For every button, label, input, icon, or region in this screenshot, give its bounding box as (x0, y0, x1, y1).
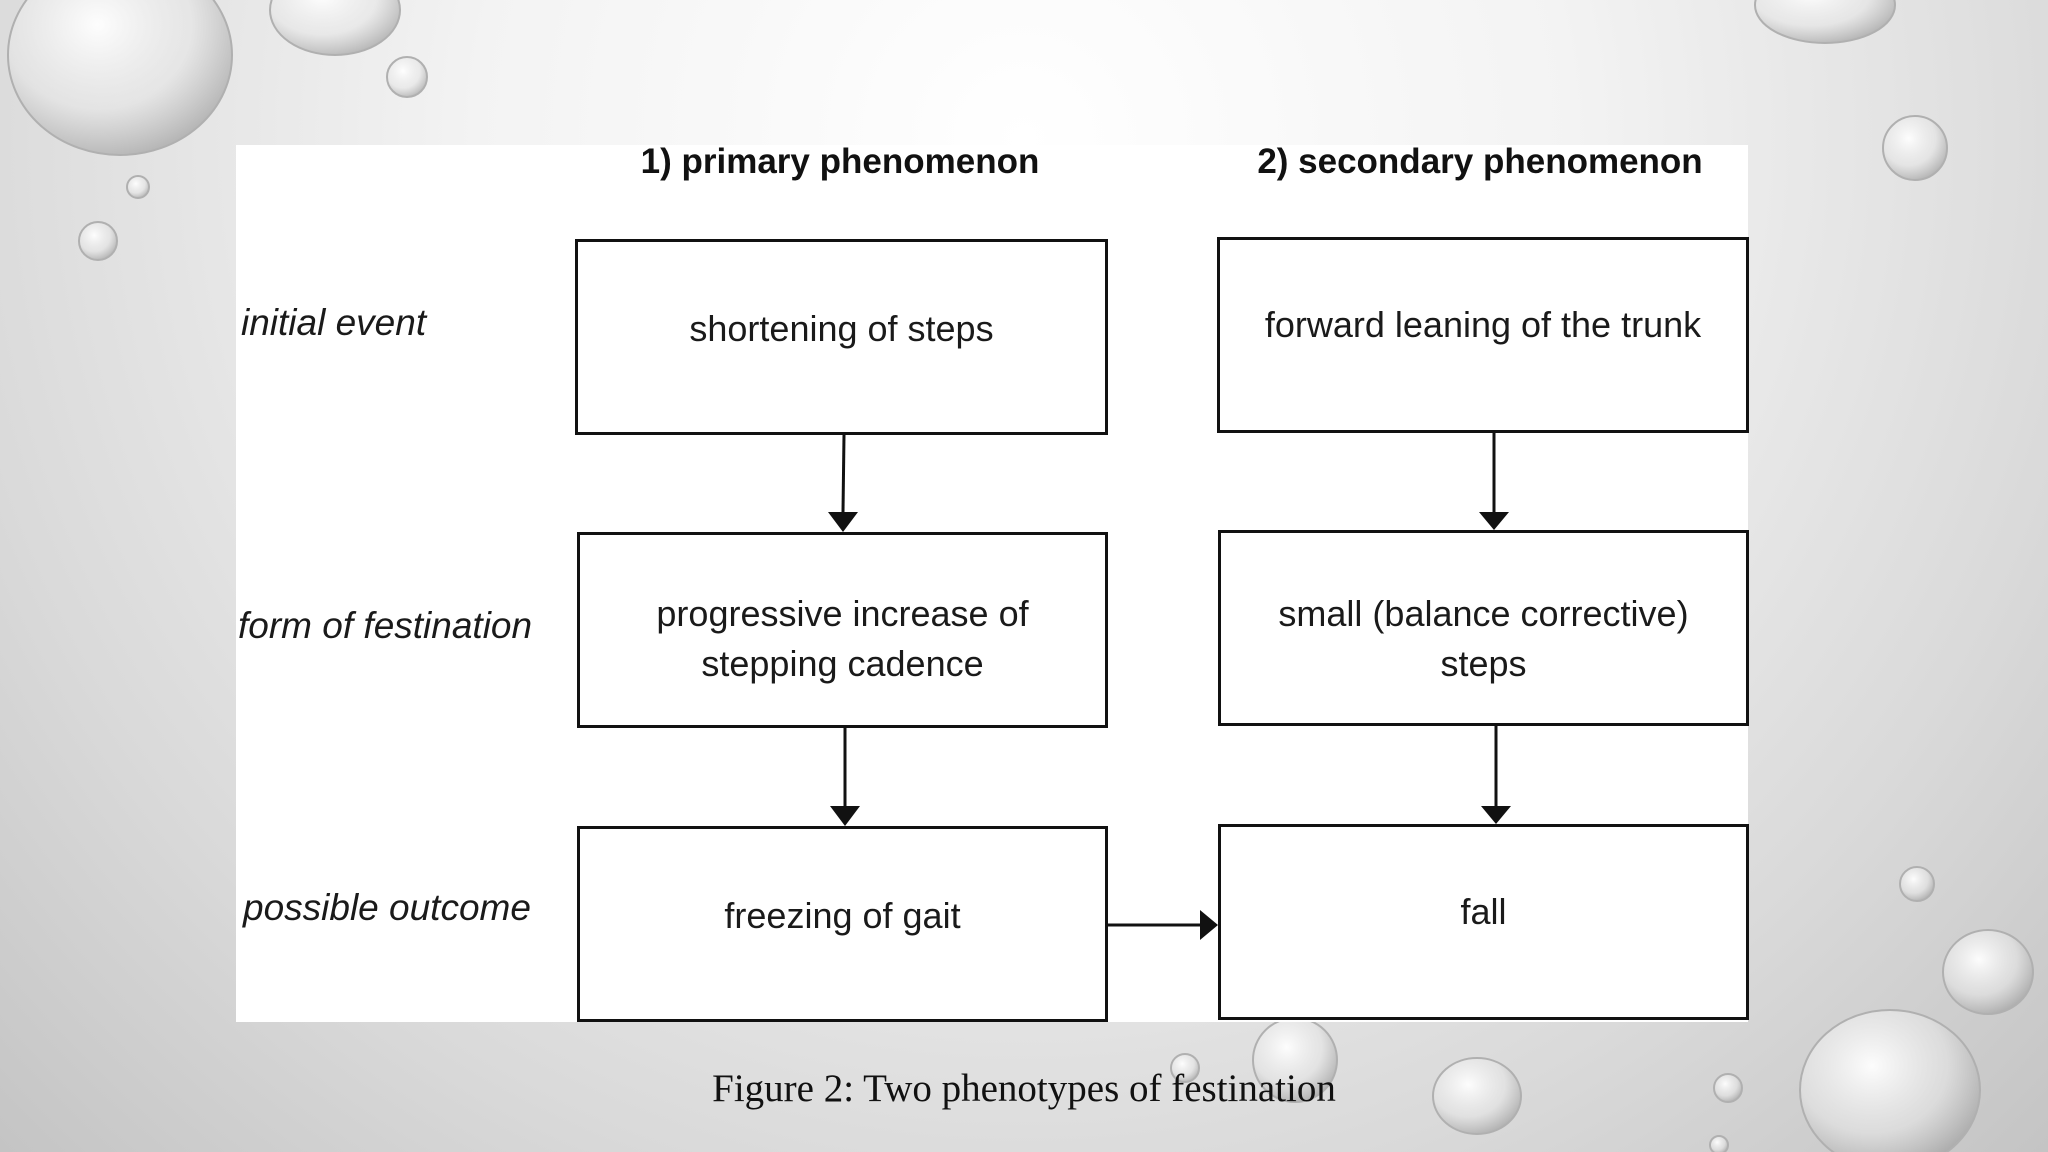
box-shortening-of-steps: shortening of steps (575, 239, 1108, 435)
column-header-primary: 1) primary phenomenon (640, 142, 1040, 181)
box-small-steps: small (balance corrective) steps (1218, 530, 1749, 726)
box-forward-leaning: forward leaning of the trunk (1217, 237, 1749, 433)
box-label: freezing of gait (724, 895, 961, 936)
column-header-secondary: 2) secondary phenomenon (1257, 142, 1703, 181)
box-label-line2: stepping cadence (701, 643, 984, 684)
box-fall: fall (1218, 824, 1749, 1020)
row-label-initial-event: initial event (241, 302, 427, 343)
box-freezing-of-gait: freezing of gait (577, 826, 1108, 1022)
figure-caption: Figure 2: Two phenotypes of festination (712, 1067, 1336, 1110)
box-label: shortening of steps (689, 308, 994, 349)
box-label: small (balance corrective) steps (1278, 593, 1689, 684)
water-drop-icon (7, 0, 2034, 1152)
row-label-form-of-festination: form of festination (238, 605, 533, 646)
box-label: fall (1460, 891, 1507, 932)
box-label-line1: progressive increase of (656, 593, 1029, 634)
row-label-possible-outcome: possible outcome (243, 887, 531, 928)
box-progressive-increase: progressive increase of stepping cadence (577, 532, 1108, 728)
box-label: forward leaning of the trunk (1264, 304, 1702, 345)
